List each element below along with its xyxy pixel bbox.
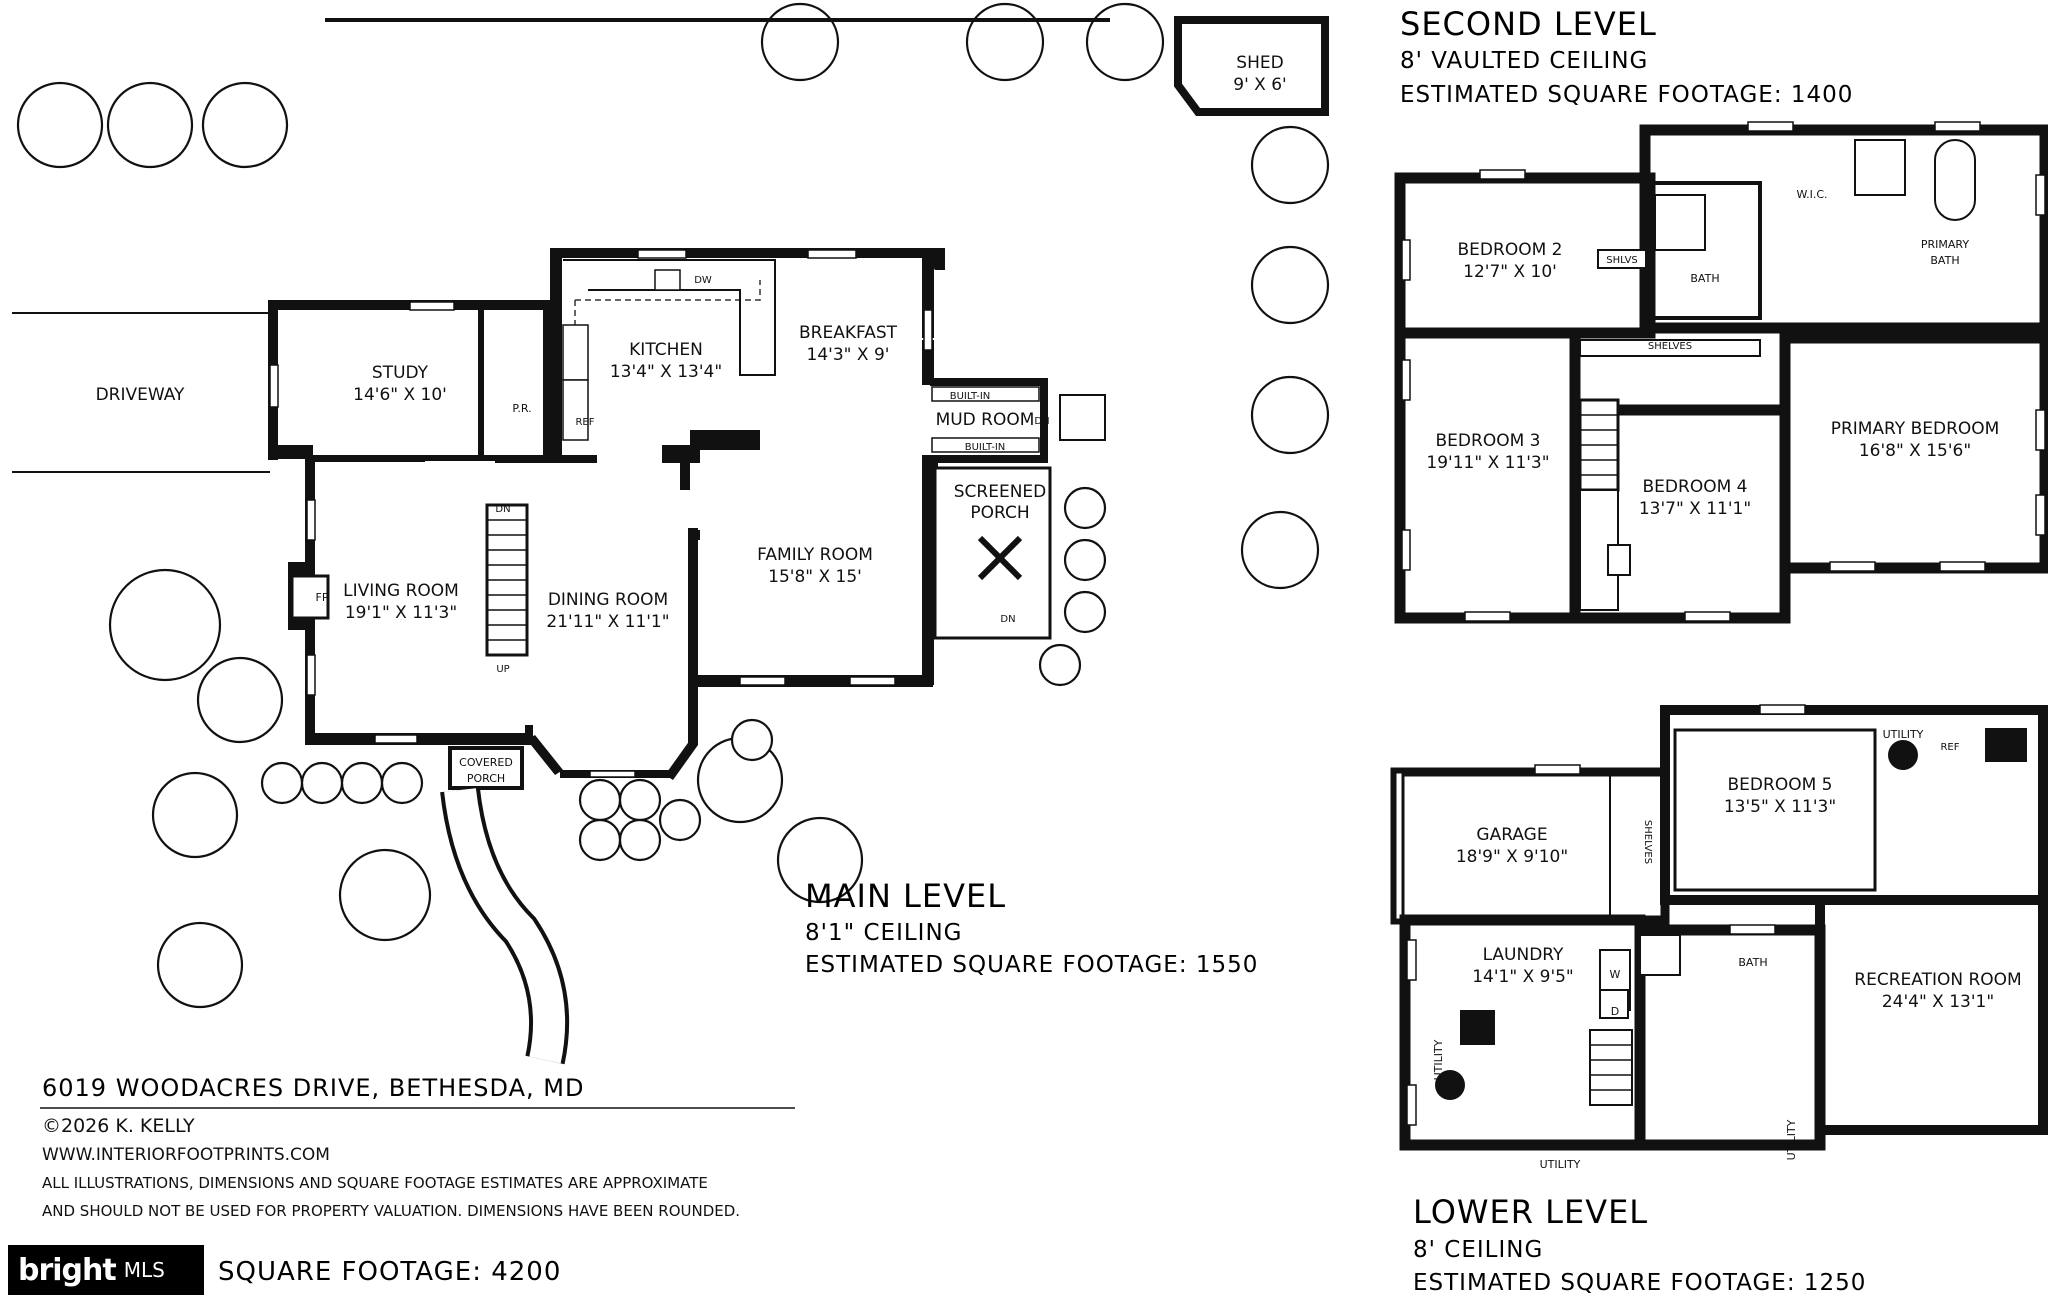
laundry-dims: 14'1" X 9'5" bbox=[1472, 967, 1574, 987]
garage-shelves-label: SHELVES bbox=[1642, 820, 1653, 864]
utility-top-label: UTILITY bbox=[1883, 728, 1924, 741]
breakfast-dims: 14'3" X 9' bbox=[807, 345, 890, 365]
mud-room-dn-label: DN bbox=[1034, 416, 1049, 427]
landscape-trees bbox=[16, 2, 1330, 1009]
shelves-label: SHELVES bbox=[1648, 341, 1692, 352]
shed-dims: 9' X 6' bbox=[1233, 75, 1286, 95]
porch-dn-label: DN bbox=[1000, 614, 1015, 625]
utility-right-label: UTILITY bbox=[1785, 1119, 1798, 1160]
footer-info: 6019 WOODACRES DRIVE, BETHESDA, MD ©2026… bbox=[40, 1074, 795, 1287]
washer-label: W bbox=[1610, 968, 1621, 981]
builtin-bottom-label: BUILT-IN bbox=[965, 442, 1006, 453]
bright-mls-logo: bright MLS bbox=[8, 1245, 204, 1295]
lower-level-ceiling: 8' CEILING bbox=[1413, 1237, 1543, 1263]
main-level-sqft: ESTIMATED SQUARE FOOTAGE: 1550 bbox=[805, 952, 1258, 978]
family-room-name: FAMILY ROOM bbox=[757, 545, 873, 565]
screened-porch-line1: SCREENED bbox=[954, 482, 1047, 502]
lower-level-sqft: ESTIMATED SQUARE FOOTAGE: 1250 bbox=[1413, 1270, 1866, 1296]
dryer-label: D bbox=[1611, 1005, 1619, 1018]
lower-level-title: LOWER LEVEL bbox=[1413, 1193, 1648, 1231]
powder-room-label: P.R. bbox=[512, 402, 531, 415]
study-name: STUDY bbox=[372, 363, 429, 383]
fireplace-label: FP bbox=[316, 591, 329, 604]
kitchen-dims: 13'4" X 13'4" bbox=[610, 362, 722, 382]
mud-room-name: MUD ROOM bbox=[936, 410, 1035, 430]
logo-suffix: MLS bbox=[123, 1258, 165, 1282]
disclaimer-line2: AND SHOULD NOT BE USED FOR PROPERTY VALU… bbox=[42, 1202, 740, 1220]
second-level-title: SECOND LEVEL bbox=[1400, 5, 1657, 43]
covered-porch-line2: PORCH bbox=[467, 772, 505, 785]
main-level-ceiling: 8'1" CEILING bbox=[805, 920, 962, 946]
builtin-top-label: BUILT-IN bbox=[950, 391, 991, 402]
primary-bath-line2: BATH bbox=[1930, 254, 1959, 267]
dining-room-dims: 21'11" X 11'1" bbox=[546, 612, 669, 632]
refrigerator-label: REF bbox=[575, 417, 594, 428]
second-level-sqft: ESTIMATED SQUARE FOOTAGE: 1400 bbox=[1400, 82, 1853, 108]
main-level-plan bbox=[12, 16, 1329, 1065]
bedroom2-name: BEDROOM 2 bbox=[1458, 240, 1563, 260]
total-square-footage: SQUARE FOOTAGE: 4200 bbox=[218, 1257, 561, 1287]
property-address: 6019 WOODACRES DRIVE, BETHESDA, MD bbox=[42, 1074, 584, 1102]
bedroom2-dims: 12'7" X 10' bbox=[1463, 262, 1557, 282]
primary-bedroom-name: PRIMARY BEDROOM bbox=[1831, 419, 2000, 439]
family-room-dims: 15'8" X 15' bbox=[768, 567, 862, 587]
wic-label: W.I.C. bbox=[1796, 188, 1827, 201]
primary-bedroom-dims: 16'8" X 15'6" bbox=[1859, 441, 1971, 461]
website: WWW.INTERIORFOOTPRINTS.COM bbox=[42, 1145, 330, 1165]
second-level-plan bbox=[1394, 121, 2048, 624]
logo-brand: bright bbox=[18, 1252, 117, 1288]
lower-level-plan bbox=[1390, 704, 2048, 1151]
bedroom3-name: BEDROOM 3 bbox=[1436, 431, 1541, 451]
bedroom3-dims: 19'11" X 11'3" bbox=[1426, 453, 1549, 473]
recreation-room-name: RECREATION ROOM bbox=[1854, 970, 2021, 990]
study-dims: 14'6" X 10' bbox=[353, 385, 447, 405]
garage-dims: 18'9" X 9'10" bbox=[1456, 847, 1568, 867]
main-level-labels: DRIVEWAY STUDY 14'6" X 10' P.R. KITCHEN … bbox=[96, 53, 1287, 978]
utility-side-label: UTILITY bbox=[1432, 1039, 1445, 1080]
screened-porch-line2: PORCH bbox=[970, 503, 1029, 523]
bedroom5-dims: 13'5" X 11'3" bbox=[1724, 797, 1836, 817]
dishwasher-label: DW bbox=[694, 275, 712, 286]
kitchen-name: KITCHEN bbox=[629, 340, 703, 360]
main-level-title: MAIN LEVEL bbox=[805, 877, 1006, 915]
living-room-name: LIVING ROOM bbox=[343, 581, 459, 601]
copyright: ©2026 K. KELLY bbox=[42, 1115, 195, 1137]
recreation-room-dims: 24'4" X 13'1" bbox=[1882, 992, 1994, 1012]
bath-label: BATH bbox=[1690, 272, 1719, 285]
utility-bottom-label: UTILITY bbox=[1540, 1158, 1581, 1171]
lower-level-labels: GARAGE 18'9" X 9'10" SHELVES BEDROOM 5 1… bbox=[1413, 728, 2022, 1296]
garage-name: GARAGE bbox=[1476, 825, 1547, 845]
bedroom4-name: BEDROOM 4 bbox=[1643, 477, 1748, 497]
bedroom4-dims: 13'7" X 11'1" bbox=[1639, 499, 1751, 519]
second-level-ceiling: 8' VAULTED CEILING bbox=[1400, 48, 1648, 74]
dining-room-name: DINING ROOM bbox=[548, 590, 668, 610]
disclaimer-line1: ALL ILLUSTRATIONS, DIMENSIONS AND SQUARE… bbox=[42, 1174, 708, 1192]
bedroom5-name: BEDROOM 5 bbox=[1728, 775, 1833, 795]
shlvs-label: SHLVS bbox=[1606, 255, 1638, 266]
shed-name: SHED bbox=[1236, 53, 1283, 73]
lower-bath-label: BATH bbox=[1738, 956, 1767, 969]
covered-porch-line1: COVERED bbox=[459, 756, 513, 769]
living-room-dims: 19'1" X 11'3" bbox=[345, 603, 457, 623]
second-level-labels: SECOND LEVEL 8' VAULTED CEILING ESTIMATE… bbox=[1400, 5, 1999, 519]
laundry-name: LAUNDRY bbox=[1483, 945, 1564, 965]
primary-bath-line1: PRIMARY bbox=[1921, 238, 1969, 251]
stairs-up-label: UP bbox=[496, 664, 509, 675]
stairs-dn-label: DN bbox=[495, 504, 510, 515]
driveway-label: DRIVEWAY bbox=[96, 385, 185, 405]
lower-ref-label: REF bbox=[1940, 742, 1959, 753]
breakfast-name: BREAKFAST bbox=[799, 323, 898, 343]
